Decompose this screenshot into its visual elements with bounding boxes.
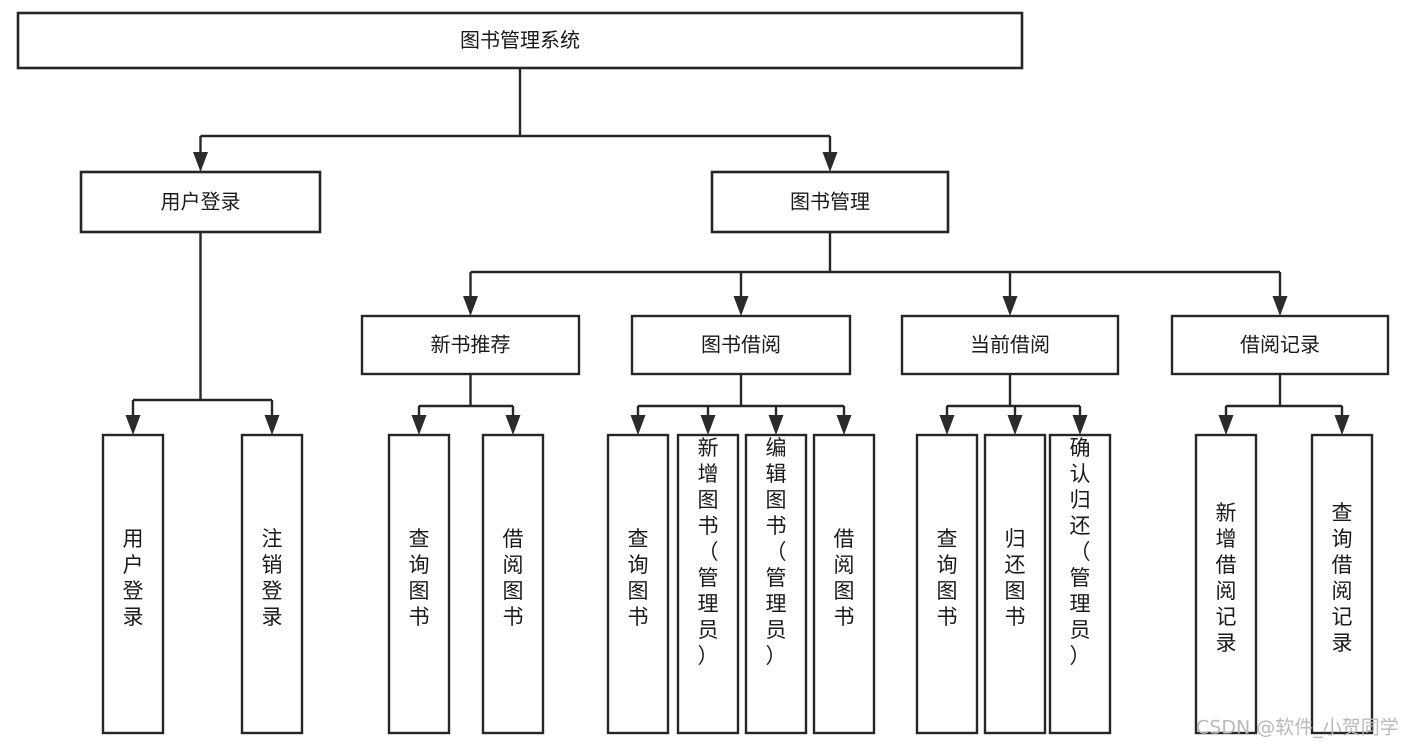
node-new-book-recommend[interactable]: 新书推荐 bbox=[360, 314, 581, 376]
node-box bbox=[915, 433, 979, 735]
connector-group-root-to-level1 bbox=[193, 68, 838, 172]
node-leaf-add-book[interactable]: 新增图书（管理员） bbox=[676, 433, 740, 735]
arrowhead-icon bbox=[264, 415, 280, 435]
node-leaf-query-book-bb[interactable]: 查询图书 bbox=[606, 433, 670, 735]
node-leaf-borrow-book-nbr[interactable]: 借阅图书 bbox=[481, 433, 545, 735]
arrowhead-icon bbox=[1072, 415, 1088, 435]
arrowhead-icon bbox=[822, 152, 838, 172]
arrowhead-icon bbox=[193, 152, 208, 172]
node-box bbox=[240, 433, 304, 735]
node-borrow-records[interactable]: 借阅记录 bbox=[1170, 314, 1390, 376]
node-box bbox=[79, 170, 322, 234]
node-box bbox=[630, 314, 852, 376]
nodes-layer: 图书管理系统用户登录图书管理新书推荐图书借阅当前借阅借阅记录用户登录注销登录查询… bbox=[16, 11, 1390, 735]
node-box bbox=[676, 433, 740, 735]
node-leaf-edit-book[interactable]: 编辑图书（管理员） bbox=[744, 433, 808, 735]
node-box bbox=[387, 433, 451, 735]
node-box bbox=[744, 433, 808, 735]
node-leaf-add-record[interactable]: 新增借阅记录 bbox=[1194, 433, 1258, 735]
arrowhead-icon bbox=[411, 415, 427, 435]
arrowhead-icon bbox=[1007, 415, 1023, 435]
node-box bbox=[16, 11, 1024, 70]
arrowhead-icon bbox=[1272, 296, 1288, 316]
arrowhead-icon bbox=[463, 296, 478, 316]
node-leaf-query-book-nbr[interactable]: 查询图书 bbox=[387, 433, 451, 735]
arrowhead-icon bbox=[1002, 296, 1018, 316]
node-box bbox=[1310, 433, 1374, 735]
node-current-borrow[interactable]: 当前借阅 bbox=[900, 314, 1120, 376]
node-label: 当前借阅 bbox=[970, 333, 1050, 357]
node-box bbox=[101, 433, 165, 735]
node-box bbox=[1170, 314, 1390, 376]
node-box bbox=[481, 433, 545, 735]
node-label: 注销登录 bbox=[262, 527, 283, 629]
connector-group-bookmgmt-to-level2 bbox=[463, 232, 1288, 316]
node-label: 用户登录 bbox=[161, 190, 241, 214]
node-box bbox=[360, 314, 581, 376]
node-label: 归还图书 bbox=[1005, 527, 1026, 629]
connector-group-nbr-to-leaves bbox=[411, 374, 521, 435]
node-box bbox=[983, 433, 1047, 735]
arrowhead-icon bbox=[1218, 415, 1234, 435]
node-label: 查询图书 bbox=[937, 527, 958, 629]
node-label: 图书借阅 bbox=[701, 333, 781, 357]
node-book-borrow[interactable]: 图书借阅 bbox=[630, 314, 852, 376]
connector-group-userlogin-to-leaves bbox=[125, 232, 280, 435]
node-box bbox=[710, 170, 950, 234]
arrowhead-icon bbox=[700, 415, 716, 435]
node-label: 新增图书（管理员） bbox=[698, 436, 719, 668]
node-label: 图书管理系统 bbox=[460, 28, 580, 52]
arrowhead-icon bbox=[768, 415, 784, 435]
node-label: 借阅图书 bbox=[834, 527, 855, 629]
node-box bbox=[606, 433, 670, 735]
node-label: 借阅记录 bbox=[1240, 333, 1320, 357]
arrowhead-icon bbox=[939, 415, 955, 435]
node-leaf-logout[interactable]: 注销登录 bbox=[240, 433, 304, 735]
node-box bbox=[900, 314, 1120, 376]
node-book-management[interactable]: 图书管理 bbox=[710, 170, 950, 234]
csdn-watermark: CSDN @软件_小贺同学 bbox=[1196, 717, 1399, 739]
node-leaf-query-book-cb[interactable]: 查询图书 bbox=[915, 433, 979, 735]
arrowhead-icon bbox=[1334, 415, 1350, 435]
arrowhead-icon bbox=[836, 415, 852, 435]
connector-group-bb-to-leaves bbox=[630, 374, 852, 435]
connectors-layer bbox=[125, 68, 1350, 435]
node-leaf-confirm-return[interactable]: 确认归还（管理员） bbox=[1048, 433, 1112, 735]
node-label: 用户登录 bbox=[123, 527, 144, 629]
node-label: 借阅图书 bbox=[503, 527, 524, 629]
node-label: 图书管理 bbox=[790, 190, 870, 214]
arrowhead-icon bbox=[505, 415, 521, 435]
arrowhead-icon bbox=[630, 415, 646, 435]
node-label: 查询借阅记录 bbox=[1332, 501, 1353, 655]
node-user-login[interactable]: 用户登录 bbox=[79, 170, 322, 234]
node-leaf-query-record[interactable]: 查询借阅记录 bbox=[1310, 433, 1374, 735]
arrowhead-icon bbox=[733, 296, 749, 316]
node-leaf-return-book[interactable]: 归还图书 bbox=[983, 433, 1047, 735]
node-label: 查询图书 bbox=[628, 527, 649, 629]
node-label: 新增借阅记录 bbox=[1216, 501, 1237, 655]
node-root[interactable]: 图书管理系统 bbox=[16, 11, 1024, 70]
node-label: 确认归还（管理员） bbox=[1070, 436, 1091, 668]
node-label: 查询图书 bbox=[409, 527, 430, 629]
node-label: 新书推荐 bbox=[431, 333, 511, 357]
node-label: 编辑图书（管理员） bbox=[766, 436, 787, 668]
node-box bbox=[1048, 433, 1112, 735]
arrowhead-icon bbox=[125, 415, 141, 435]
node-leaf-borrow-book-bb[interactable]: 借阅图书 bbox=[812, 433, 876, 735]
node-box bbox=[812, 433, 876, 735]
connector-group-br-to-leaves bbox=[1218, 374, 1350, 435]
node-leaf-user-login[interactable]: 用户登录 bbox=[101, 433, 165, 735]
connector-group-cb-to-leaves bbox=[939, 374, 1088, 435]
node-box bbox=[1194, 433, 1258, 735]
